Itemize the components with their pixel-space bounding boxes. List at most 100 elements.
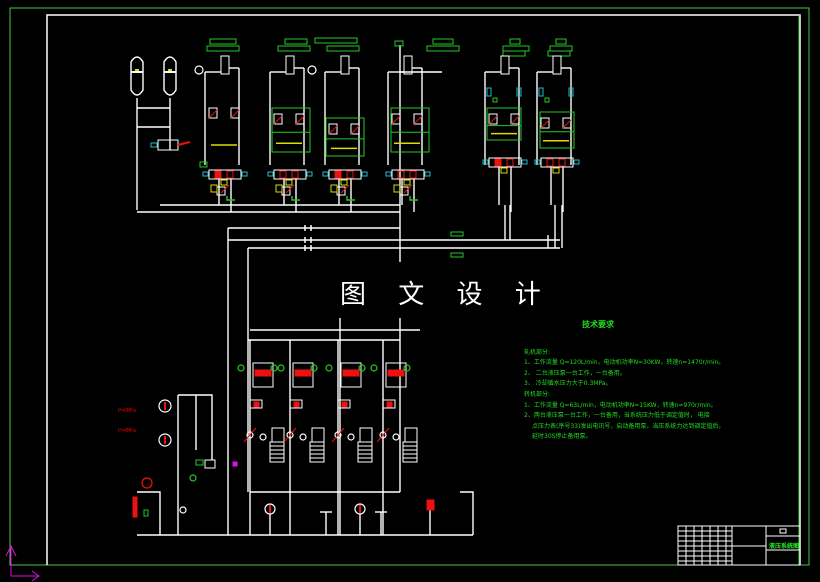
flow-indicator-icon — [450, 252, 464, 258]
section-heading: 轧机部分: — [524, 348, 551, 356]
valve-spool-icon — [546, 158, 554, 167]
heat-exchanger-plate — [357, 449, 373, 455]
outer-frame — [9, 7, 810, 566]
heat-exchanger-plate — [269, 449, 285, 455]
heat-exchanger-plate — [309, 449, 325, 455]
section-heading: 转机部分: — [524, 390, 551, 398]
motor-pump-icon — [354, 503, 366, 515]
pressure-label-lower: P=4MPa — [118, 428, 137, 434]
pressure-valve-icon — [399, 186, 409, 196]
filter-housing-icon — [311, 427, 325, 443]
check-valve-icon — [273, 113, 283, 125]
hydraulic-cylinder-icon — [285, 55, 295, 75]
requirement-item: 2、 二台液压泵一台工作，一台备用。 — [524, 369, 626, 377]
cylinder-cap-icon — [555, 38, 567, 45]
valve-spool-icon — [409, 170, 417, 179]
check-valve-icon — [328, 123, 338, 135]
valve-arrow-icon — [328, 125, 338, 135]
valve-arrow-icon — [285, 184, 295, 194]
cylinder-cap-icon — [206, 45, 240, 52]
pressure-port-icon — [500, 167, 508, 174]
valve-arrow-icon — [350, 125, 360, 135]
heat-exchanger-plate — [309, 441, 325, 447]
valve-arrow-icon — [273, 115, 283, 125]
pump-motor-icon — [294, 369, 312, 377]
filter-housing-icon — [359, 427, 373, 443]
gauge-box-icon — [199, 161, 208, 168]
check-valve-icon — [337, 399, 351, 409]
check-valve-icon — [208, 107, 218, 119]
pump-motor-icon — [254, 369, 272, 377]
directional-valve-icon — [540, 157, 574, 168]
reducing-valve-icon — [393, 184, 401, 193]
heat-exchanger-plate — [402, 441, 418, 447]
heater-icon — [132, 496, 138, 518]
check-valve-icon — [289, 399, 303, 409]
hydraulic-cylinder-icon — [220, 55, 230, 75]
indicator-icon — [492, 97, 498, 103]
cylinder-cap-icon — [502, 45, 530, 52]
check-ball-icon — [341, 401, 348, 408]
pump-motor-icon — [387, 369, 405, 377]
cylinder-cap-icon — [509, 38, 521, 45]
drain-line — [346, 196, 355, 201]
solenoid-icon — [385, 171, 392, 177]
check-valve-icon — [295, 113, 305, 125]
bypass-line — [178, 394, 213, 460]
valve-spool-icon — [494, 158, 502, 167]
valve-arrow-icon — [540, 119, 550, 129]
pressure-valve-icon — [336, 186, 346, 196]
gauge-icon — [358, 364, 366, 372]
requirement-item: 延时30S停止备用泵。 — [532, 433, 592, 441]
check-valve-icon — [510, 113, 520, 125]
valve-spool-icon — [506, 158, 514, 167]
cylinder-cap-icon — [326, 45, 360, 52]
hydraulic-cylinder-icon — [340, 55, 350, 75]
pipe-network — [136, 45, 572, 536]
cylinder-cap-icon — [209, 38, 237, 45]
technical-requirements: 技术要求 轧机部分: 1、工作流量 Q=120L/min，电动机功率N=30KW… — [524, 320, 794, 443]
ball-valve-icon — [246, 431, 254, 439]
check-ball-icon — [253, 401, 260, 408]
gauge-icon — [270, 364, 278, 372]
heat-exchanger-plate — [309, 445, 325, 451]
valve-arrow-icon — [510, 115, 520, 125]
valve-arrow-icon — [230, 109, 240, 119]
solenoid-icon — [150, 142, 158, 148]
reducing-valve-icon — [330, 184, 338, 193]
valve-block-box — [486, 107, 522, 141]
directional-valve-icon — [391, 169, 425, 180]
requirement-item: 1、工作流量 Q=120L/min，电动机功率N=30KW，转速n=1470r/… — [524, 359, 725, 367]
solenoid-coil-icon — [177, 141, 191, 146]
valve-spool-icon — [397, 170, 405, 179]
filter-icon — [392, 433, 400, 441]
filter-icon — [347, 433, 355, 441]
gauge-icon — [403, 364, 411, 372]
solenoid-icon — [322, 171, 329, 177]
tech-req-title: 技术要求 — [582, 320, 614, 329]
pressure-port-icon — [403, 179, 411, 186]
sensor-icon — [538, 87, 544, 97]
solenoid-icon — [573, 159, 580, 165]
valve-spool-icon — [226, 170, 234, 179]
directional-valve-icon — [488, 157, 522, 168]
hydraulic-cylinder-icon — [500, 55, 510, 75]
heat-exchanger-plate — [269, 453, 285, 459]
heat-exchanger-plate — [402, 445, 418, 451]
inner-frame — [46, 14, 801, 565]
indicator-icon — [544, 97, 550, 103]
pump-motor-box — [385, 362, 407, 388]
directional-valve-icon — [204, 459, 216, 469]
watermark-text: 图 文 设 计 — [340, 280, 553, 310]
valve-arrow-icon — [243, 427, 257, 443]
cylinder-cap-icon — [547, 50, 571, 57]
cylinder-cap-icon — [432, 38, 454, 45]
heat-exchanger-plate — [269, 457, 285, 463]
check-ball-icon — [386, 401, 393, 408]
directional-valve-icon — [273, 169, 307, 180]
valve-block-box — [539, 111, 575, 149]
heat-exchanger-plate — [357, 453, 373, 459]
title-block-frame — [677, 525, 801, 566]
valve-arrow-icon — [340, 184, 350, 194]
valve-arrow-icon — [376, 427, 390, 443]
